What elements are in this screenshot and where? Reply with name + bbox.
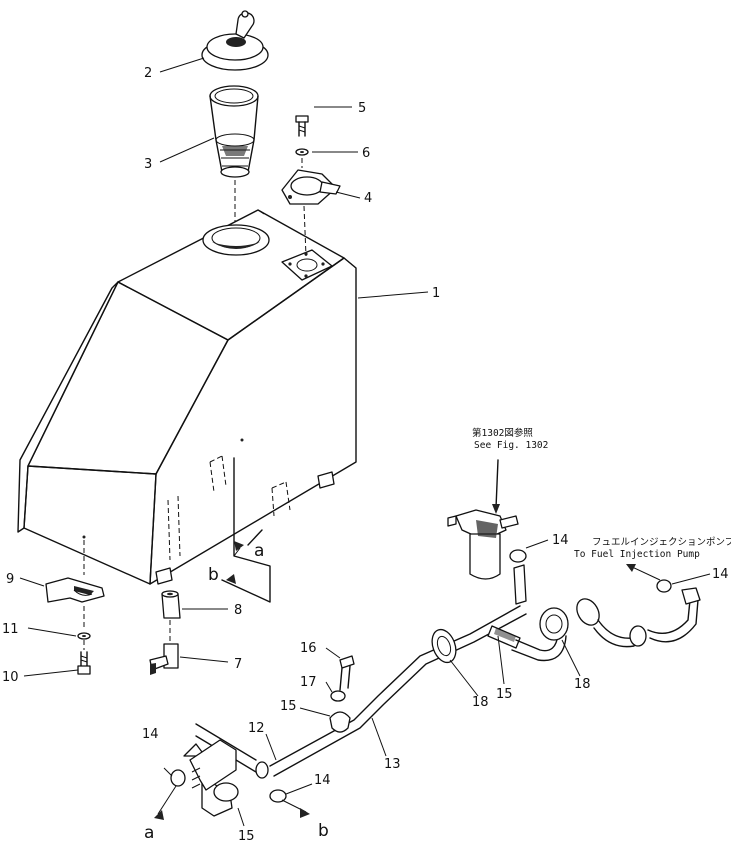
callout-15a: 15 xyxy=(280,699,297,714)
callout-17: 17 xyxy=(300,675,317,690)
callout-2: 2 xyxy=(144,66,152,81)
callout-10: 10 xyxy=(2,670,19,685)
gauge-bolt xyxy=(295,115,309,137)
connector-a-top: a xyxy=(254,541,264,561)
connector-a-bottom: a xyxy=(144,823,154,843)
connector-arrows-top xyxy=(221,457,271,603)
fuel-pipe-assembly xyxy=(195,549,701,779)
filter-leader xyxy=(495,459,499,509)
note-pump-en: To Fuel Injection Pump xyxy=(574,549,700,560)
callout-3: 3 xyxy=(144,157,152,172)
callout-5: 5 xyxy=(358,101,366,116)
callout-14c: 14 xyxy=(142,727,159,742)
bracket-washer xyxy=(77,632,91,640)
connector-b-top: b xyxy=(208,565,219,585)
drain-valve xyxy=(149,643,179,675)
drain-bushing xyxy=(161,590,181,619)
gauge-washer xyxy=(295,148,309,156)
callout-11: 11 xyxy=(2,622,19,637)
callout-8: 8 xyxy=(234,603,242,618)
connector-letters: a b a b xyxy=(144,541,329,843)
callout-7: 7 xyxy=(234,657,242,672)
connector-arrows-bottom xyxy=(154,785,310,820)
callout-14b: 14 xyxy=(712,567,729,582)
fuel-tank xyxy=(17,209,357,585)
fuel-strainer xyxy=(209,85,259,178)
fuel-filter xyxy=(447,509,519,580)
callout-labels: 1 2 3 4 5 6 7 8 9 11 10 16 17 15 12 13 1… xyxy=(2,66,729,844)
callout-12: 12 xyxy=(248,721,265,736)
callout-15c: 15 xyxy=(238,829,255,844)
callout-13: 13 xyxy=(384,757,401,772)
callout-9: 9 xyxy=(6,572,14,587)
callout-6: 6 xyxy=(362,146,370,161)
callout-18b: 18 xyxy=(574,677,591,692)
callout-1: 1 xyxy=(432,286,440,301)
callout-16: 16 xyxy=(300,641,317,656)
note-fig-jp: 第1302図参照 xyxy=(472,427,533,439)
callout-4: 4 xyxy=(364,191,372,206)
gauge-centerline-b xyxy=(303,205,307,257)
callout-14d: 14 xyxy=(314,773,331,788)
note-pump-jp: フュエルインジェクションポンプへ xyxy=(592,537,731,548)
callout-18a: 18 xyxy=(472,695,489,710)
mounting-bracket xyxy=(45,577,105,603)
leader-lines xyxy=(19,57,711,827)
note-fig-en: See Fig. 1302 xyxy=(474,440,548,451)
bracket-bolt xyxy=(77,651,91,675)
filler-cap xyxy=(201,10,269,71)
fuel-gauge-unit xyxy=(281,169,341,205)
pipe-support-bracket xyxy=(170,739,287,817)
connector-b-bottom: b xyxy=(318,821,329,841)
reference-notes: 第1302図参照 See Fig. 1302 フュエルインジェクションポンプへ … xyxy=(472,427,731,560)
filter-leader-arrowhead xyxy=(492,504,500,514)
callout-14a: 14 xyxy=(552,533,569,548)
callout-15b: 15 xyxy=(496,687,513,702)
